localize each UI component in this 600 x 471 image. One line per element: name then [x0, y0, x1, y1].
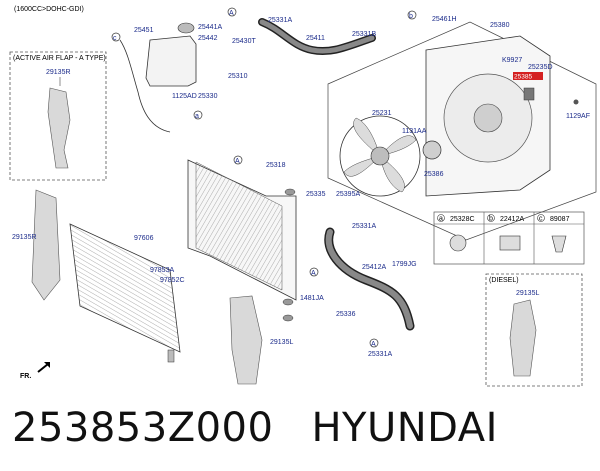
caption-brand: HYUNDAI	[311, 405, 498, 451]
inset-part-29135R[interactable]: 29135R	[46, 69, 71, 76]
label-25235D[interactable]: 25235D	[528, 64, 553, 71]
callout-A-top: A	[229, 10, 234, 17]
legend-b-part[interactable]: 22412A	[500, 216, 524, 223]
lower-hose: 25331A A 25412A 1799JG A 25331A	[309, 223, 417, 358]
condenser: 29135R 97606 97853A 97852C	[12, 189, 185, 363]
legend-b-icon	[499, 235, 521, 251]
label-25310[interactable]: 25310	[228, 73, 248, 80]
label-25385[interactable]: 25385	[514, 74, 532, 81]
legend-c-icon	[551, 235, 567, 253]
active-air-flap-inset: (ACTIVE AIR FLAP - A TYPE) 29135R	[9, 51, 107, 181]
callout-a: a	[195, 113, 199, 120]
diesel-air-guard	[509, 299, 537, 377]
callout-c: c	[113, 35, 117, 42]
legend-table: a 25328C b 22412A c 89087	[433, 211, 585, 265]
label-1799JG[interactable]: 1799JG	[392, 261, 417, 268]
label-1131AA[interactable]: 1131AA	[402, 128, 427, 135]
label-25395A[interactable]: 25395A	[336, 191, 360, 198]
legend-c-part[interactable]: 89087	[550, 216, 570, 223]
diesel-inset: (DIESEL) 29135L	[485, 273, 583, 387]
legend-a-part[interactable]: 25328C	[450, 216, 475, 223]
label-25330[interactable]: 25330	[198, 93, 218, 100]
cooling-system-exploded-diagram: (1600CC>DOHC-GDI) (ACTIVE AIR FLAP - A T…	[9, 6, 597, 387]
label-25331A-mid[interactable]: 25331A	[352, 223, 376, 230]
callout-A-radiator: A	[235, 158, 240, 165]
label-25331A-bottom[interactable]: 25331A	[368, 351, 392, 358]
label-1125AD[interactable]: 1125AD	[172, 93, 197, 100]
lower-air-guard: 29135L	[229, 295, 293, 385]
label-25386[interactable]: 25386	[424, 171, 444, 178]
callout-b: b	[409, 13, 413, 20]
label-K9927[interactable]: K9927	[502, 57, 522, 64]
label-25380[interactable]: 25380	[490, 22, 510, 29]
label-25441A[interactable]: 25441A	[198, 24, 222, 31]
label-29135R[interactable]: 29135R	[12, 234, 37, 241]
label-25336[interactable]: 25336	[336, 311, 356, 318]
label-97606[interactable]: 97606	[134, 235, 154, 242]
label-25331B[interactable]: 25331B	[352, 31, 376, 38]
radiator: 25310 1125AD 25330 a A 25318 25335 1481J…	[172, 73, 356, 322]
label-25451[interactable]: 25451	[134, 27, 154, 34]
caption-part-number: 253853Z000	[12, 405, 274, 451]
cooling-fan: 25231 1131AA 25395A 25386	[336, 110, 444, 198]
callout-A-bottom: A	[371, 341, 376, 348]
reservoir-tank: c 25451 25441A 25442 25430T	[111, 22, 256, 133]
fan-shroud-assembly: b 25461H 25380 K9927 25235D 25385 1129AF	[327, 10, 597, 241]
air-guard-shape	[47, 87, 71, 169]
callout-A-lower: A	[311, 270, 316, 277]
label-25412A[interactable]: 25412A	[362, 264, 386, 271]
label-25430T[interactable]: 25430T	[232, 38, 256, 45]
label-25461H[interactable]: 25461H	[432, 16, 457, 23]
legend-a-icon	[449, 234, 467, 252]
fr-label: FR.	[20, 373, 31, 380]
label-25331A-top[interactable]: 25331A	[268, 17, 292, 24]
legend-b-letter: b	[489, 216, 493, 223]
front-direction-indicator: FR.	[20, 362, 50, 380]
part-caption: 253853Z000 HYUNDAI	[12, 405, 592, 461]
label-25335[interactable]: 25335	[306, 191, 326, 198]
label-1129AF[interactable]: 1129AF	[566, 113, 590, 120]
highlight-25385	[513, 72, 543, 80]
label-25411[interactable]: 25411	[306, 35, 325, 42]
diesel-title: (DIESEL)	[489, 277, 519, 284]
label-29135L[interactable]: 29135L	[270, 339, 293, 346]
engine-spec-label: (1600CC>DOHC-GDI)	[14, 6, 84, 13]
label-1481JA[interactable]: 1481JA	[300, 295, 324, 302]
label-25442[interactable]: 25442	[198, 35, 218, 42]
label-25318[interactable]: 25318	[266, 162, 286, 169]
upper-hose: A 25331A 25411 25331B	[227, 7, 376, 55]
diesel-part-29135L[interactable]: 29135L	[516, 290, 539, 297]
label-97853A[interactable]: 97853A	[150, 267, 174, 274]
legend-a-letter: a	[439, 216, 443, 223]
legend-c-letter: c	[539, 216, 543, 223]
active-air-flap-title: (ACTIVE AIR FLAP - A TYPE)	[13, 55, 106, 62]
left-air-guard	[31, 189, 61, 301]
fan-motor	[422, 140, 442, 160]
label-25231[interactable]: 25231	[372, 110, 392, 117]
label-97852C[interactable]: 97852C	[160, 277, 185, 284]
